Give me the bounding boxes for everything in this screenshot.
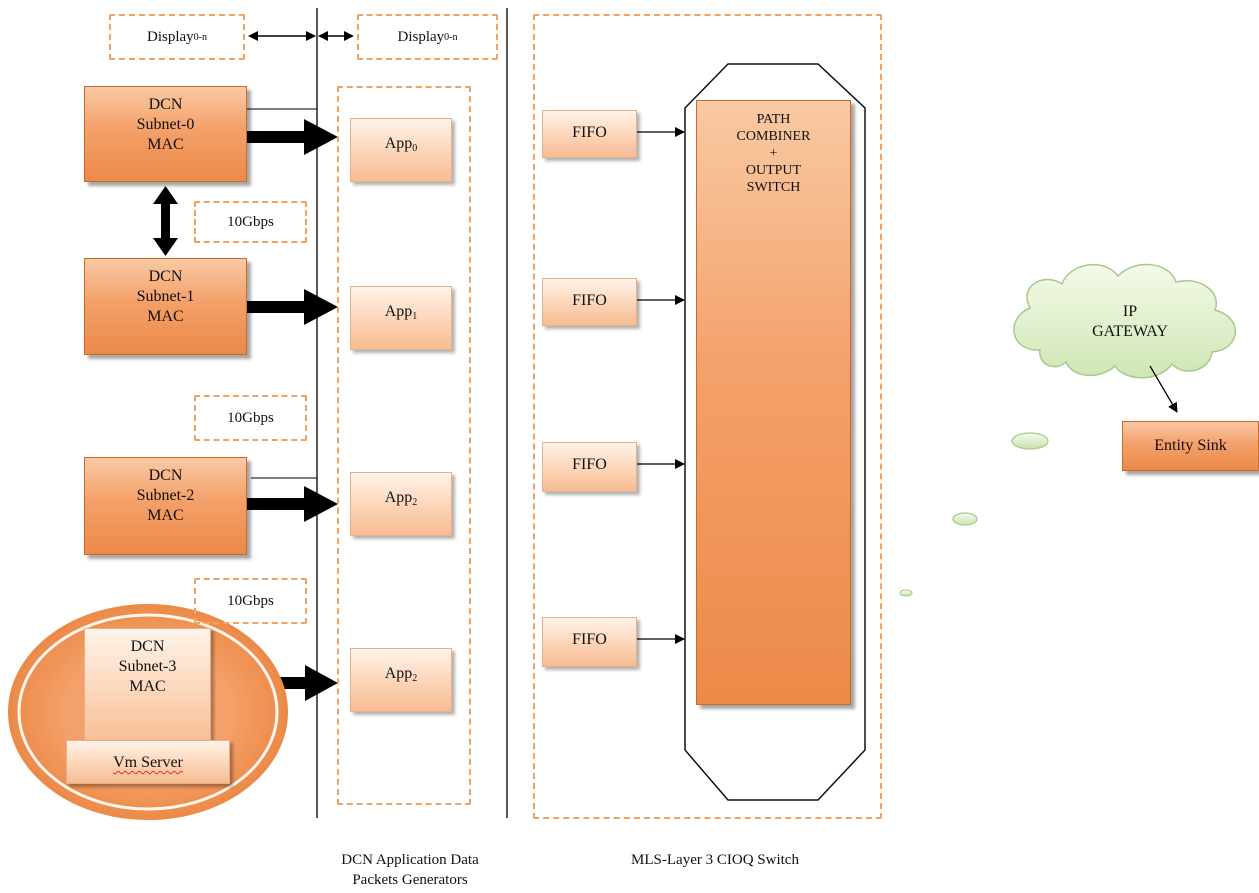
cloud-puff-large (1011, 432, 1049, 450)
app-box-2: App2 (350, 472, 452, 536)
rate-box-0: 10Gbps (194, 201, 307, 243)
mac-2-line1: DCN (148, 467, 183, 484)
ip-gateway-label: IP GATEWAY (1060, 302, 1200, 342)
combiner-line1: PATH (756, 112, 791, 127)
fifo-2-label: FIFO (572, 456, 607, 473)
cloud-puff-small (899, 589, 913, 597)
rate-label-1: 10Gbps (227, 409, 274, 426)
mac-0-line3: MAC (147, 136, 184, 153)
fifo-box-2: FIFO (542, 442, 637, 492)
rate-box-2: 10Gbps (194, 578, 307, 624)
mac-3-line1: DCN (130, 638, 165, 655)
mac-0-line2: Subnet-0 (136, 116, 195, 133)
fifo-1-label: FIFO (572, 292, 607, 309)
app-box-0: App0 (350, 118, 452, 182)
mac-2-line2: Subnet-2 (136, 487, 195, 504)
display-arrow-left (248, 31, 316, 41)
rate-label-0: 10Gbps (227, 213, 274, 230)
combiner-line4: OUTPUT (745, 163, 802, 178)
app-3-sub: 2 (412, 673, 418, 684)
mac-3-line3: MAC (129, 678, 166, 695)
fifo-box-1: FIFO (542, 278, 637, 326)
ip-gateway-cloud (1013, 263, 1236, 379)
vm-server-box: Vm Server (66, 740, 230, 784)
thick-arrow-2 (243, 486, 338, 522)
gateway-sink-arrow (1149, 365, 1178, 413)
mac-1-line1: DCN (148, 268, 183, 285)
app-box-3: App2 (350, 648, 452, 712)
switch-caption: MLS-Layer 3 CIOQ Switch (631, 852, 799, 868)
app-2-sub: 2 (412, 497, 418, 508)
combiner-line3: + (769, 146, 778, 161)
thick-arrow-1 (243, 289, 338, 325)
entity-sink-label: Entity Sink (1154, 437, 1227, 454)
entity-sink-box: Entity Sink (1122, 421, 1259, 471)
gateway-line1: IP (1122, 303, 1138, 320)
mac-1-line3: MAC (147, 308, 184, 325)
mac-box-subnet-2: DCN Subnet-2 MAC (84, 457, 247, 555)
rate-box-1: 10Gbps (194, 395, 307, 441)
mac-box-subnet-3: DCN Subnet-3 MAC (84, 628, 211, 743)
fifo-box-3: FIFO (542, 617, 637, 667)
app-box-1: App1 (350, 286, 452, 350)
app-2-label: App (384, 489, 413, 506)
combiner-line5: SWITCH (746, 180, 801, 195)
display-label-right: Display (397, 28, 445, 45)
display-sub-right: 0-n (444, 31, 458, 43)
app-group-box (337, 86, 471, 805)
app-caption-line2: Packets Generators (352, 872, 468, 888)
app-caption-line1: DCN Application Data (341, 852, 479, 868)
switch-group-caption: MLS-Layer 3 CIOQ Switch (590, 850, 840, 870)
thick-arrow-0 (247, 119, 338, 155)
app-3-label: App (384, 665, 413, 682)
app-0-label: App (384, 135, 413, 152)
path-combiner-box: PATH COMBINER + OUTPUT SWITCH (696, 100, 851, 705)
mac-2-line3: MAC (147, 507, 184, 524)
subnet-link-arrow (153, 186, 178, 256)
app-1-label: App (384, 303, 413, 320)
fifo-box-0: FIFO (542, 110, 637, 158)
mac-box-subnet-0: DCN Subnet-0 MAC (84, 86, 247, 182)
fifo-0-label: FIFO (572, 124, 607, 141)
display-arrow-right (318, 31, 354, 41)
app-0-sub: 0 (412, 143, 418, 154)
combiner-line2: COMBINER (736, 129, 811, 144)
mac-box-subnet-1: DCN Subnet-1 MAC (84, 258, 247, 355)
vm-server-ring-inner (17, 613, 279, 811)
cloud-puff-medium (952, 512, 978, 526)
mac-3-line2: Subnet-3 (118, 658, 177, 675)
app-group-caption: DCN Application Data Packets Generators (305, 850, 515, 890)
app-1-sub: 1 (412, 311, 418, 322)
display-label-left: Display (146, 28, 194, 45)
gateway-line2: GATEWAY (1092, 323, 1168, 340)
fifo-3-label: FIFO (572, 631, 607, 648)
vm-server-label: Vm Server (113, 754, 183, 771)
mac-0-line1: DCN (148, 96, 183, 113)
switch-group-box (533, 14, 882, 819)
display-sub-left: 0-n (193, 31, 207, 43)
mac-1-line2: Subnet-1 (136, 288, 195, 305)
rate-label-2: 10Gbps (227, 592, 274, 609)
